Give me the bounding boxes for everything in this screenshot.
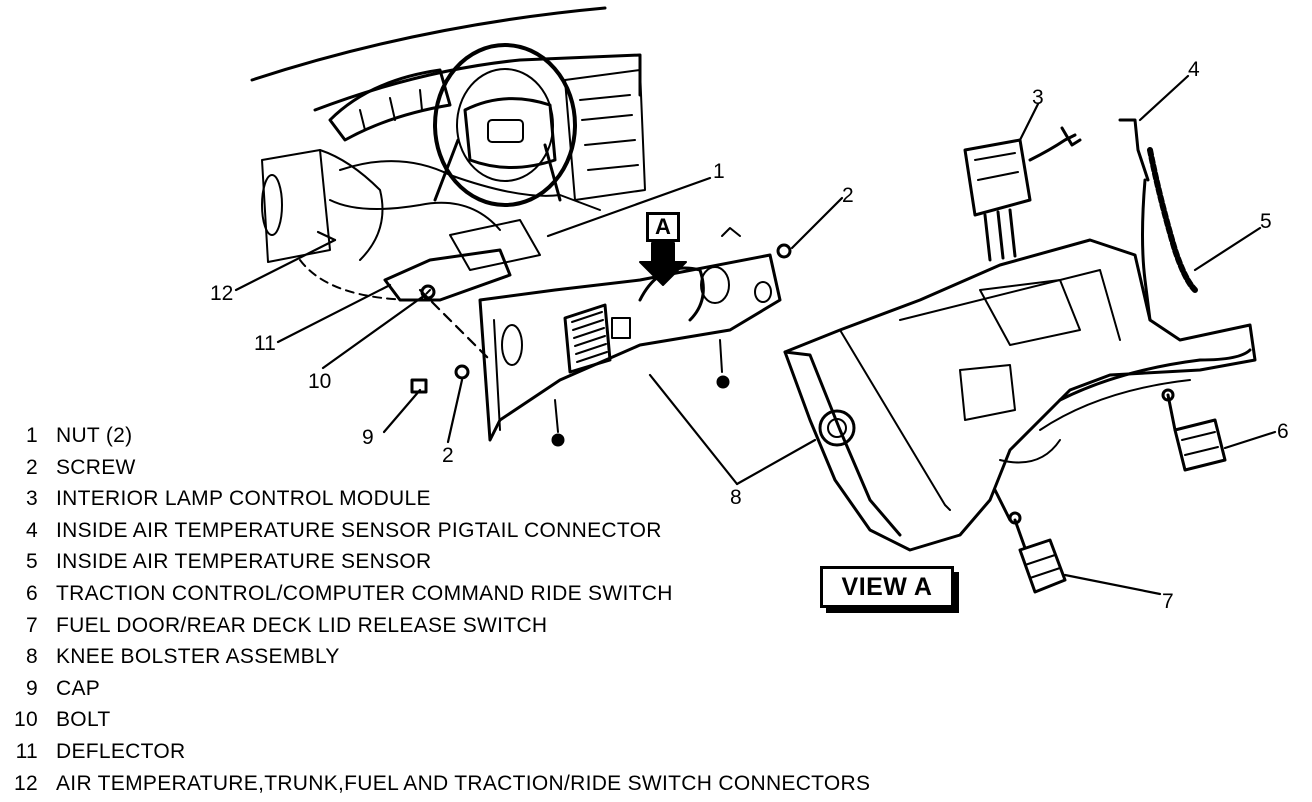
dash-upper-edge xyxy=(313,53,642,112)
callout-11: 11 xyxy=(254,332,276,355)
legend-text: INSIDE AIR TEMPERATURE SENSOR PIGTAIL CO… xyxy=(56,518,662,542)
legend-item: 1 NUT (2) xyxy=(8,420,870,452)
steering-hub xyxy=(463,97,557,169)
parts-legend: 1 NUT (2) 2 SCREW 3 INTERIOR LAMP CONTROL MOD… xyxy=(8,420,870,799)
legend-item: 8 KNEE BOLSTER ASSEMBLY xyxy=(8,641,870,673)
callout-2-right: 2 xyxy=(842,184,854,207)
legend-item: 7 FUEL DOOR/REAR DECK LID RELEASE SWITCH xyxy=(8,610,870,642)
legend-number: 6 xyxy=(26,581,38,605)
callout-5: 5 xyxy=(1260,210,1272,233)
legend-text: DEFLECTOR xyxy=(56,739,186,763)
legend-number: 5 xyxy=(26,550,38,574)
legend-item: 2 SCREW xyxy=(8,452,870,484)
legend-number: 12 xyxy=(14,771,38,795)
leader-lines xyxy=(234,74,1277,596)
wiring-harness xyxy=(339,160,601,211)
bolster-hole xyxy=(818,409,856,447)
view-a-arrow xyxy=(639,242,687,286)
callout-4: 4 xyxy=(1188,58,1200,81)
fuel-door-switch xyxy=(1018,538,1067,594)
legend-text: FUEL DOOR/REAR DECK LID RELEASE SWITCH xyxy=(56,613,548,637)
legend-number: 4 xyxy=(26,518,38,542)
left-dash-panel xyxy=(261,149,331,263)
legend-item: 11 DEFLECTOR xyxy=(8,736,870,768)
knee-bolster-left xyxy=(478,253,782,442)
legend-text: KNEE BOLSTER ASSEMBLY xyxy=(56,645,340,669)
air-vent xyxy=(563,303,612,374)
callout-2-left: 2 xyxy=(442,444,454,467)
view-a-marker: A xyxy=(646,212,680,242)
steering-wheel xyxy=(433,43,577,207)
legend-number: 9 xyxy=(26,676,38,700)
traction-switch xyxy=(1173,418,1227,472)
legend-item: 5 INSIDE AIR TEMPERATURE SENSOR xyxy=(8,546,870,578)
instrument-cluster xyxy=(328,68,452,142)
legend-item: 9 CAP xyxy=(8,673,870,705)
callout-9: 9 xyxy=(362,426,374,449)
legend-number: 3 xyxy=(26,487,38,511)
legend-item: 10 BOLT xyxy=(8,704,870,736)
legend-item: 4 INSIDE AIR TEMPERATURE SENSOR PIGTAIL C… xyxy=(8,515,870,547)
legend-text: TRACTION CONTROL/COMPUTER COMMAND RIDE S… xyxy=(56,581,673,605)
legend-number: 1 xyxy=(26,424,38,447)
center-stack xyxy=(564,69,646,201)
callout-1: 1 xyxy=(713,160,725,183)
legend-text: INTERIOR LAMP CONTROL MODULE xyxy=(56,487,431,511)
legend-number: 10 xyxy=(14,708,38,732)
legend-text: CAP xyxy=(56,676,101,700)
legend-text: SCREW xyxy=(56,455,136,479)
legend-number: 2 xyxy=(26,455,38,479)
legend-item: 12 AIR TEMPERATURE,TRUNK,FUEL AND TRACTIO… xyxy=(8,768,870,800)
legend-text: BOLT xyxy=(56,708,111,732)
callout-7: 7 xyxy=(1162,590,1174,613)
legend-text: AIR TEMPERATURE,TRUNK,FUEL AND TRACTION/… xyxy=(56,771,871,795)
legend-number: 8 xyxy=(26,645,38,669)
knee-bolster-view-a xyxy=(783,238,1257,552)
callout-3: 3 xyxy=(1032,86,1044,109)
legend-text: NUT (2) xyxy=(56,424,133,447)
sensor-pigtail xyxy=(1118,118,1150,182)
deflector xyxy=(383,248,512,302)
legend-item: 6 TRACTION CONTROL/COMPUTER COMMAND RIDE … xyxy=(8,578,870,610)
callout-12: 12 xyxy=(210,282,233,305)
legend-text: INSIDE AIR TEMPERATURE SENSOR xyxy=(56,550,432,574)
dash-top-line xyxy=(250,6,607,82)
lamp-control-module xyxy=(963,138,1032,217)
legend-number: 7 xyxy=(26,613,38,637)
callout-10: 10 xyxy=(308,370,331,393)
callout-6: 6 xyxy=(1277,420,1289,443)
temp-sensor xyxy=(1147,147,1198,293)
legend-number: 11 xyxy=(15,739,38,763)
callout-8: 8 xyxy=(730,486,742,509)
legend-item: 3 INTERIOR LAMP CONTROL MODULE xyxy=(8,483,870,515)
